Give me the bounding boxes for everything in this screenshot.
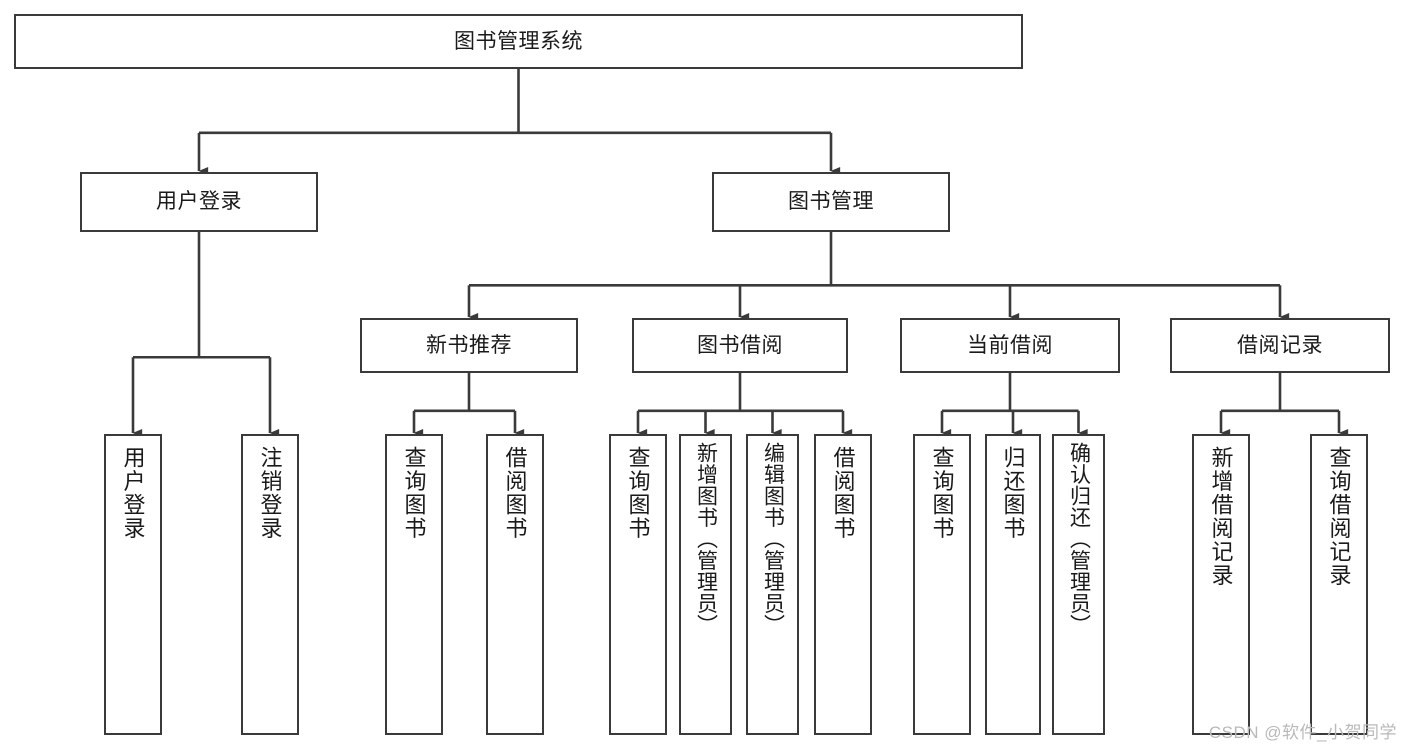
node-leaf-query-2[interactable]: 查询图书 bbox=[609, 434, 667, 735]
node-label: 用户登录 bbox=[120, 446, 146, 540]
node-leaf-edit-book[interactable]: 编辑图书（管理员） bbox=[746, 434, 799, 735]
node-label: 图书借阅 bbox=[697, 333, 783, 357]
node-label: 查询借阅记录 bbox=[1326, 446, 1352, 587]
node-label: 图书管理 bbox=[788, 190, 874, 214]
node-leaf-borrow-1[interactable]: 借阅图书 bbox=[486, 434, 544, 735]
node-book-manage[interactable]: 图书管理 bbox=[712, 172, 950, 232]
node-label: 新增借阅记录 bbox=[1208, 446, 1234, 587]
node-label: 借阅图书 bbox=[830, 446, 856, 540]
node-label: 用户登录 bbox=[156, 190, 242, 214]
node-label: 新增图书（管理员） bbox=[694, 442, 718, 636]
node-leaf-query-rec[interactable]: 查询借阅记录 bbox=[1310, 434, 1368, 735]
node-leaf-query-3[interactable]: 查询图书 bbox=[913, 434, 971, 735]
node-current-borrow[interactable]: 当前借阅 bbox=[900, 318, 1120, 373]
node-leaf-return[interactable]: 归还图书 bbox=[985, 434, 1041, 735]
node-label: 借阅记录 bbox=[1237, 333, 1323, 357]
node-label: 借阅图书 bbox=[502, 446, 528, 540]
node-leaf-confirm[interactable]: 确认归还（管理员） bbox=[1052, 434, 1105, 735]
node-root[interactable]: 图书管理系统 bbox=[14, 14, 1023, 69]
node-new-book-rec[interactable]: 新书推荐 bbox=[360, 318, 578, 373]
node-label: 注销登录 bbox=[257, 446, 283, 540]
node-label: 图书管理系统 bbox=[454, 29, 583, 53]
node-borrow-record[interactable]: 借阅记录 bbox=[1170, 318, 1390, 373]
node-label: 查询图书 bbox=[625, 446, 651, 540]
node-leaf-logout[interactable]: 注销登录 bbox=[241, 434, 299, 735]
node-label: 归还图书 bbox=[1000, 446, 1026, 540]
node-label: 查询图书 bbox=[929, 446, 955, 540]
node-label: 查询图书 bbox=[401, 446, 427, 540]
node-user-login[interactable]: 用户登录 bbox=[80, 172, 318, 232]
node-label: 当前借阅 bbox=[967, 333, 1053, 357]
csdn-watermark: CSDN @软件_小贺同学 bbox=[1208, 723, 1397, 742]
node-label: 新书推荐 bbox=[426, 333, 512, 357]
node-label: 编辑图书（管理员） bbox=[761, 442, 785, 636]
node-label: 确认归还（管理员） bbox=[1067, 442, 1091, 636]
node-leaf-add-book[interactable]: 新增图书（管理员） bbox=[679, 434, 732, 735]
node-leaf-add-rec[interactable]: 新增借阅记录 bbox=[1192, 434, 1250, 735]
node-leaf-user-login[interactable]: 用户登录 bbox=[104, 434, 162, 735]
node-leaf-query-1[interactable]: 查询图书 bbox=[385, 434, 443, 735]
node-book-borrow[interactable]: 图书借阅 bbox=[632, 318, 848, 373]
node-leaf-borrow-2[interactable]: 借阅图书 bbox=[814, 434, 872, 735]
